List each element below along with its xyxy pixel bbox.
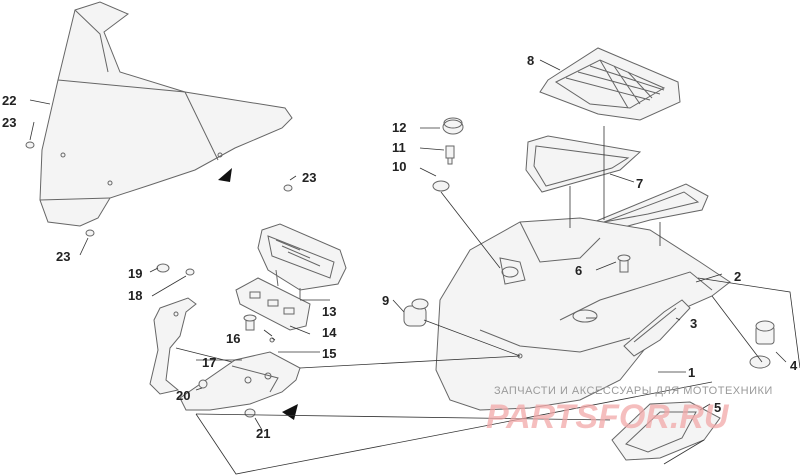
leader-lines (29, 59, 800, 475)
windshield-part (39, 1, 293, 227)
callout-12: 12 (392, 120, 406, 135)
callout-14: 14 (322, 325, 337, 340)
callout-8: 8 (527, 53, 534, 68)
callout-18: 18 (128, 288, 142, 303)
ignition-key-11 (445, 145, 455, 165)
watermark-brand: PARTSFOR.RU (486, 398, 730, 436)
callout-13: 13 (322, 304, 336, 319)
callout-2: 2 (734, 269, 741, 284)
decal-part-3 (623, 299, 691, 357)
callout-22: 22 (2, 93, 16, 108)
arrow-marker-icon (218, 168, 232, 182)
screw-23-left (25, 141, 35, 149)
watermark-tagline: ЗАПЧАСТИ И АКСЕССУАРЫ ДЛЯ МОТОТЕХНИКИ (494, 385, 773, 397)
instrument-cluster-part (257, 223, 347, 300)
gauge-bracket-part (235, 277, 311, 331)
screw-16 (243, 314, 257, 331)
ignition-switch-10 (432, 180, 450, 192)
callout-9: 9 (382, 293, 389, 308)
washer-19 (156, 263, 170, 273)
hood-body-part (435, 217, 731, 411)
callout-6: 6 (575, 263, 582, 278)
callout-23-right: 23 (302, 170, 316, 185)
screw-23-bottom (85, 229, 95, 237)
switch-part-9 (403, 298, 429, 327)
nut-21 (244, 408, 256, 418)
callout-21: 21 (256, 426, 270, 441)
ignition-cap-12 (442, 117, 464, 135)
screw-23-right (283, 184, 293, 192)
arrow-marker-icon-2 (282, 404, 298, 420)
callout-7: 7 (636, 176, 643, 191)
cover-panel-upper (525, 135, 642, 193)
callout-23-left: 23 (2, 115, 16, 130)
callout-11: 11 (392, 140, 406, 155)
knob-part-4 (749, 320, 775, 369)
callout-1: 1 (688, 365, 695, 380)
callout-labels: 22 23 23 23 19 18 17 16 15 14 13 20 21 1… (2, 53, 798, 441)
callout-5: 5 (714, 400, 721, 415)
callout-16: 16 (226, 331, 240, 346)
storage-net-part (539, 47, 681, 121)
callout-19: 19 (128, 266, 142, 281)
grommet-18 (185, 268, 195, 276)
callout-23-bottom: 23 (56, 249, 70, 264)
callout-10: 10 (392, 159, 406, 174)
panel-part-5 (611, 401, 721, 461)
mount-bracket-part (149, 297, 301, 411)
screw-part-6 (617, 254, 631, 273)
callout-17: 17 (202, 355, 216, 370)
watermark: ЗАПЧАСТИ И АКСЕССУАРЫ ДЛЯ МОТОТЕХНИКИ PA… (486, 385, 773, 436)
screw-20 (198, 379, 208, 389)
callout-20: 20 (176, 388, 190, 403)
callout-3: 3 (690, 316, 697, 331)
callout-15: 15 (322, 346, 336, 361)
callout-4: 4 (790, 358, 798, 373)
